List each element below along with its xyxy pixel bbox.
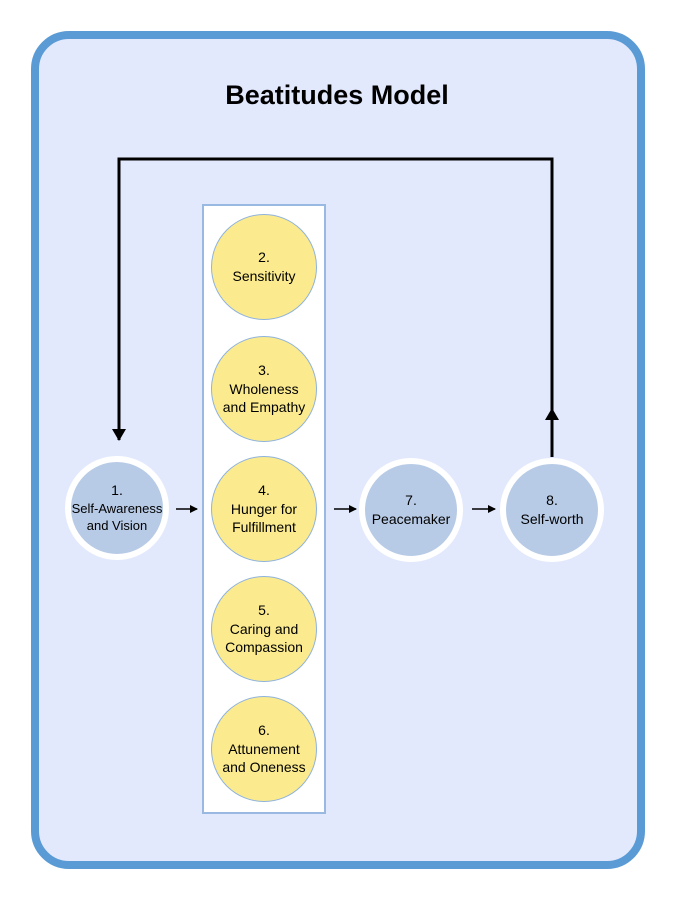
node-8-label: Self-worth: [520, 511, 584, 527]
node-5-label: Caring and Compassion: [225, 620, 303, 656]
node-6-label: Attunement and Oneness: [222, 740, 306, 776]
node-1-number: 1.: [111, 482, 123, 498]
node-4-number: 4.: [258, 481, 270, 498]
node-wholeness: 3. Wholeness and Empathy: [211, 336, 317, 442]
node-4-label: Hunger for Fulfillment: [230, 500, 298, 536]
node-2-label: Sensitivity: [232, 268, 296, 284]
node-3-label: Wholeness and Empathy: [222, 380, 306, 416]
node-hunger: 4. Hunger for Fulfillment: [211, 456, 317, 562]
node-8-number: 8.: [546, 492, 558, 509]
diagram-frame: [31, 31, 645, 869]
node-attunement: 6. Attunement and Oneness: [211, 696, 317, 802]
node-caring: 5. Caring and Compassion: [211, 576, 317, 682]
node-5-number: 5.: [258, 601, 270, 618]
node-7-number: 7.: [405, 492, 417, 509]
node-2-number: 2.: [258, 249, 270, 266]
node-self-worth: 8. Self-worth: [500, 458, 604, 562]
node-self-awareness: 1. Self-Awareness and Vision: [65, 456, 169, 560]
node-6-number: 6.: [258, 721, 270, 738]
loop-line: [112, 157, 554, 441]
node-1-label: Self-Awareness and Vision: [71, 500, 163, 534]
node-sensitivity: 2. Sensitivity: [211, 214, 317, 320]
node-7-label: Peacemaker: [371, 511, 451, 527]
node-3-number: 3.: [258, 361, 270, 378]
diagram-title: Beatitudes Model: [225, 80, 449, 110]
node-peacemaker: 7. Peacemaker: [359, 458, 463, 562]
